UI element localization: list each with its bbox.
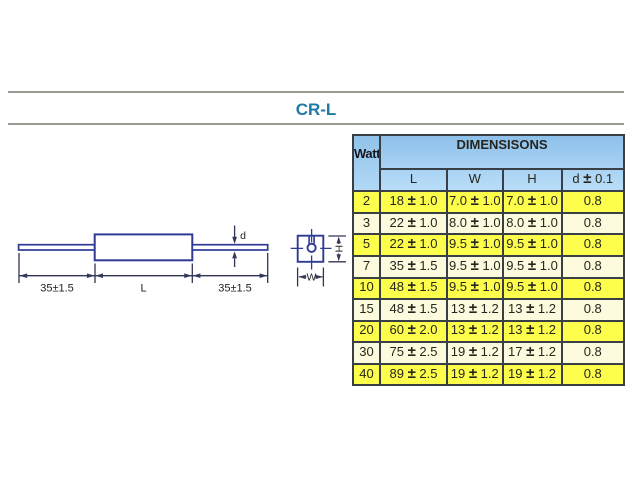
svg-text:35±1.5: 35±1.5 <box>218 283 252 295</box>
svg-text:35±1.5: 35±1.5 <box>40 283 74 295</box>
svg-text:W: W <box>306 272 316 284</box>
svg-text:d: d <box>240 230 246 242</box>
svg-text:H: H <box>332 245 344 253</box>
svg-text:L: L <box>140 283 146 295</box>
